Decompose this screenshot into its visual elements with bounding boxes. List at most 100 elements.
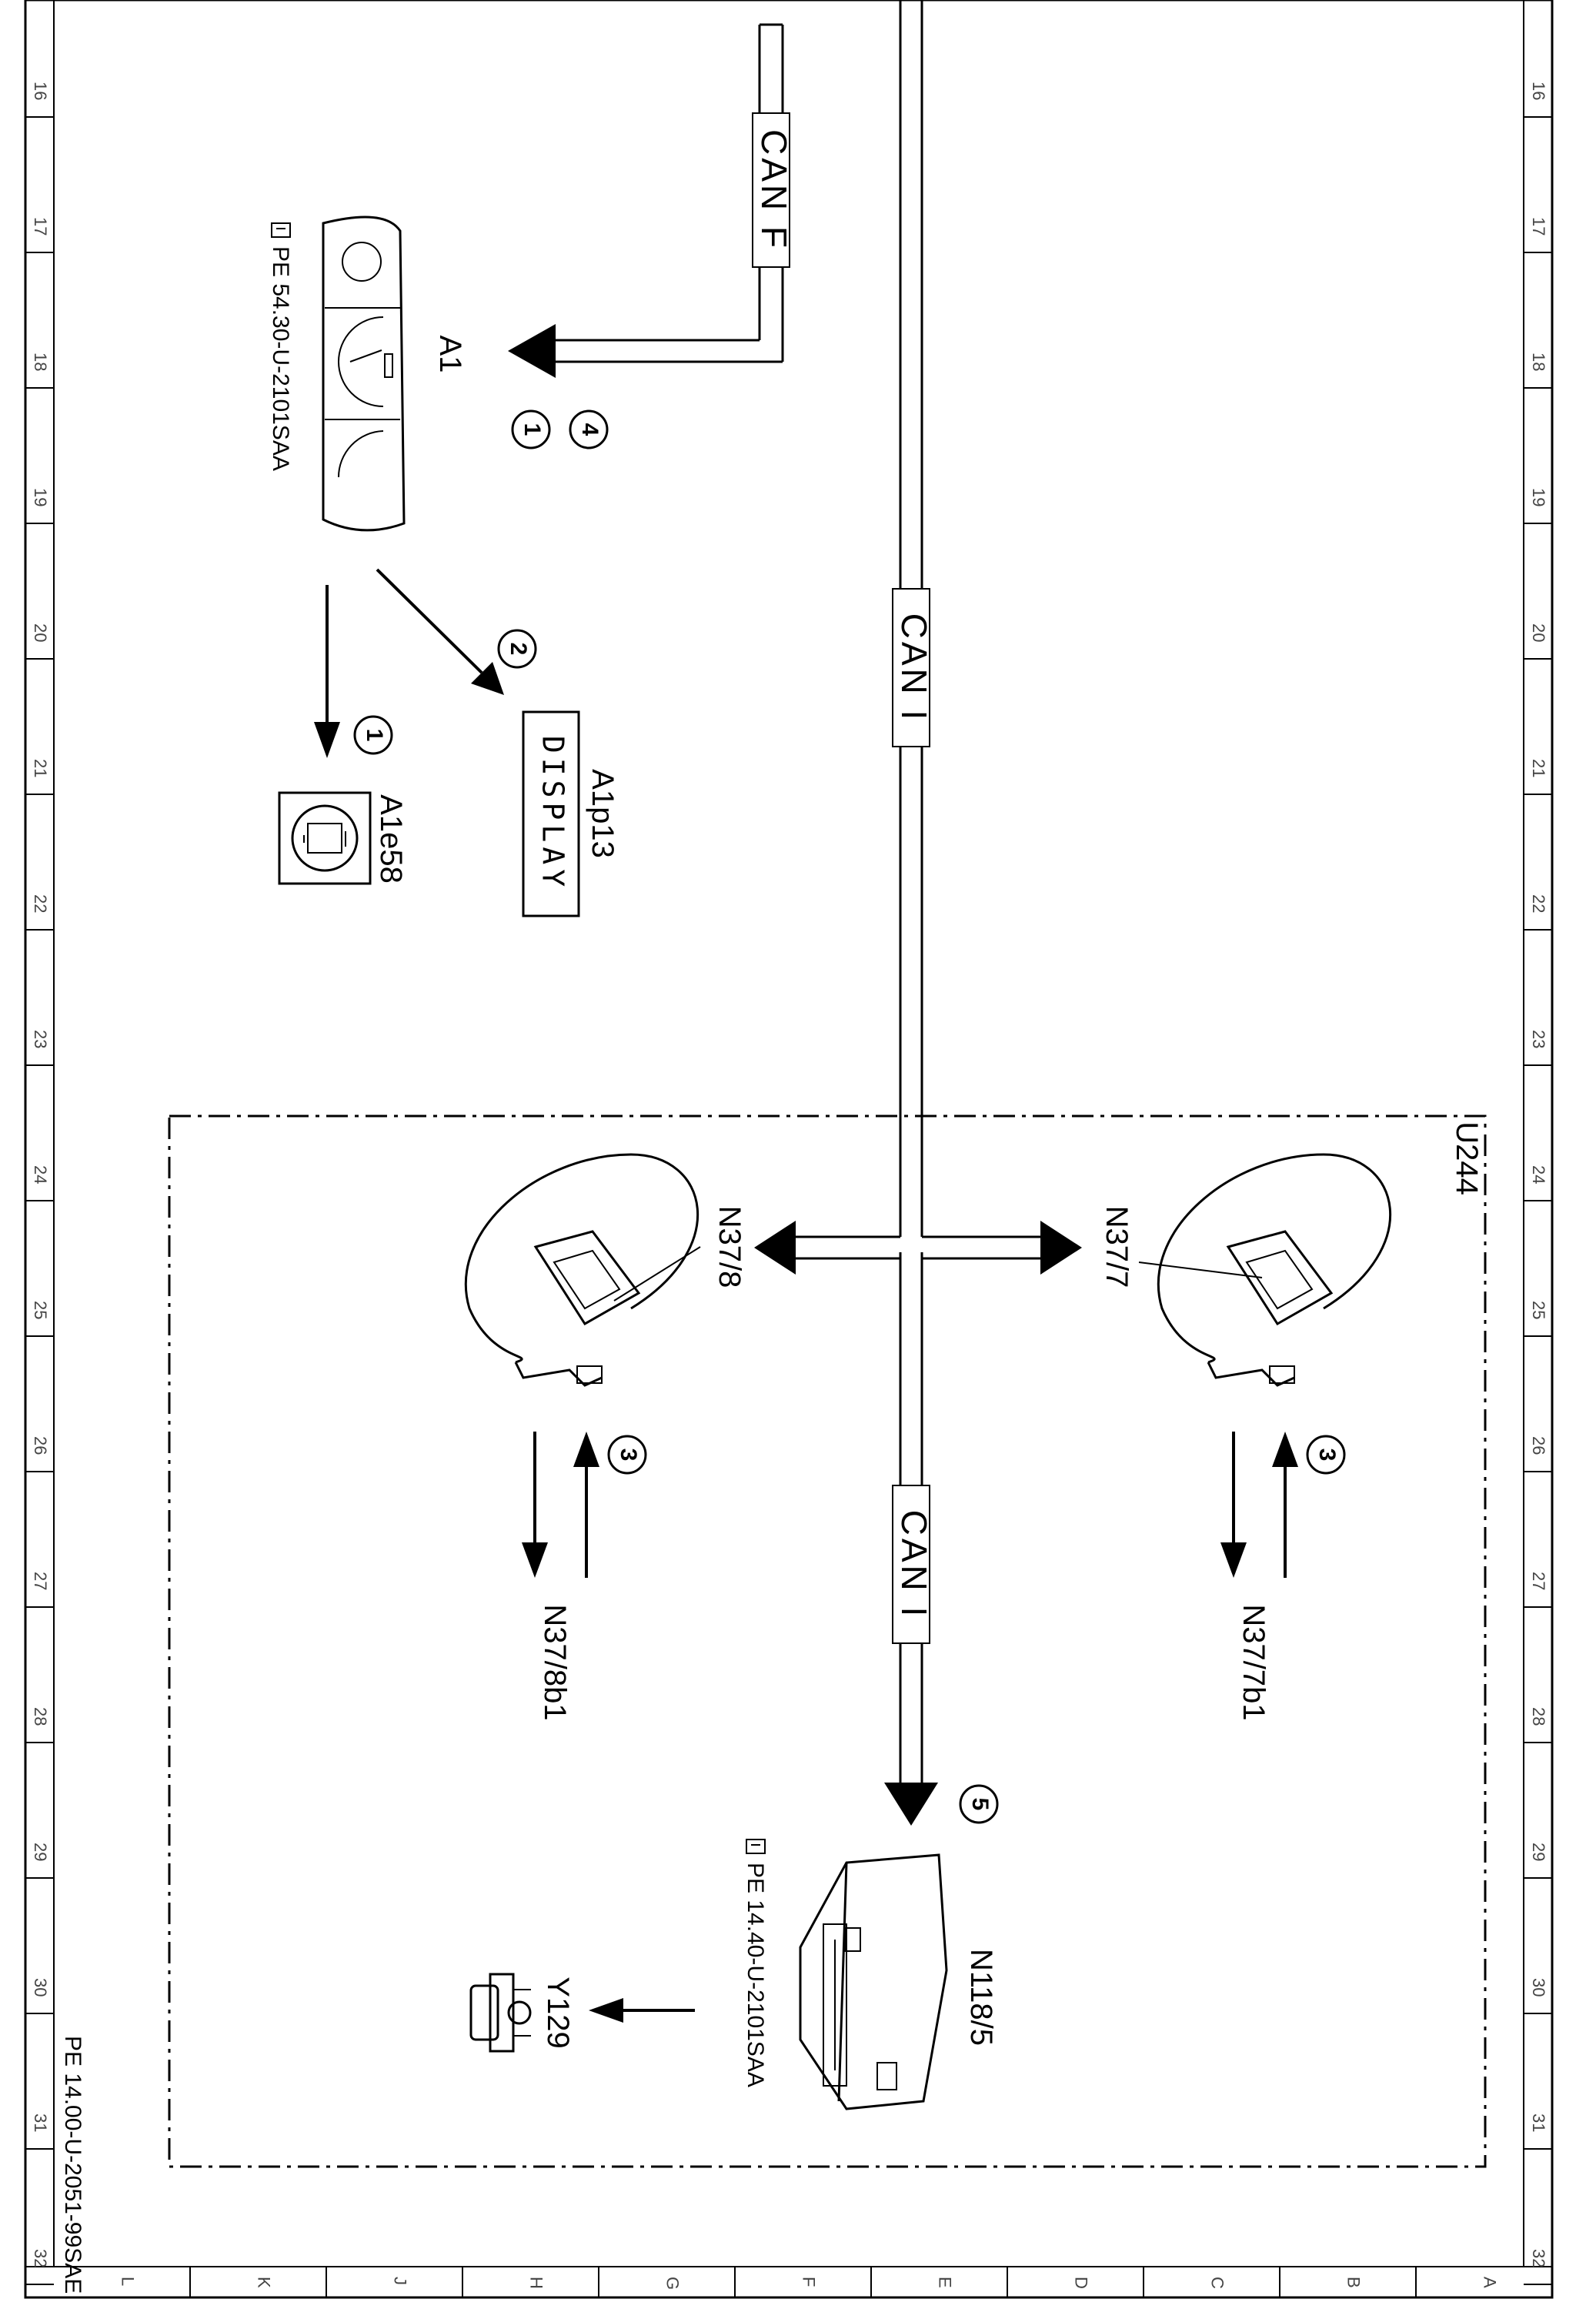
n37-7b1-label: N37/7b1 xyxy=(1237,1604,1270,1720)
grid-row-label: 31 xyxy=(31,2114,50,2132)
grid-column-label: K xyxy=(255,2277,274,2288)
n37-8-label: N37/8 xyxy=(713,1206,746,1288)
can-f-branch xyxy=(556,23,784,363)
grid-row-label: 21 xyxy=(1529,759,1548,777)
valve-y129-icon xyxy=(469,1973,532,2053)
can-i-lower-box: CAN I xyxy=(892,1485,934,1644)
grid-ticks xyxy=(25,116,1553,2297)
can-f-box: CAN F xyxy=(752,112,794,268)
diagram-frame xyxy=(24,0,1554,2299)
svg-text:1: 1 xyxy=(519,423,545,436)
grid-row-label: 28 xyxy=(1529,1707,1548,1726)
grid-row-label: 26 xyxy=(1529,1436,1548,1455)
nox-sensor-n37-8-icon xyxy=(464,1153,700,1387)
a1-label: A1 xyxy=(433,336,467,373)
callout-2: 2 xyxy=(497,629,537,669)
grid-column-label: B xyxy=(1344,2277,1364,2288)
footer-reference: PE 14.00-U-2051-99SAE xyxy=(60,2036,85,2294)
svg-text:5: 5 xyxy=(967,1798,993,1811)
grid-row-label: 17 xyxy=(31,217,50,236)
callout-1-a1e58: 1 xyxy=(353,715,393,755)
grid-row-label: 28 xyxy=(31,1707,50,1726)
grid-row-label: 29 xyxy=(1529,1843,1548,1861)
grid-row-label: 23 xyxy=(1529,1030,1548,1048)
grid-row-label: 30 xyxy=(31,1978,50,1997)
arrow-to-n37-7 xyxy=(1040,1221,1082,1275)
grid-row-label: 27 xyxy=(31,1572,50,1590)
grid-row-label: 19 xyxy=(1529,488,1548,506)
grid-row-label: 21 xyxy=(31,759,50,777)
arrow-to-a1 xyxy=(508,324,556,378)
grid-row-label: 22 xyxy=(1529,894,1548,913)
grid-row-labels-right: 16 17 18 19 20 21 22 23 24 25 26 27 28 29 30 31 32 xyxy=(1529,82,1548,2267)
arrows-n37-8-n37-8b1 xyxy=(522,1432,599,1578)
grid-row-label: 32 xyxy=(31,2249,50,2267)
arrow-a1-to-a1p13 xyxy=(376,568,504,695)
svg-text:2: 2 xyxy=(506,643,531,656)
n118-5-label: N118/5 xyxy=(964,1949,998,2046)
grid-column-label: J xyxy=(391,2277,410,2285)
arrow-to-n118-5 xyxy=(884,1783,938,1826)
grid-row-label: 16 xyxy=(1529,82,1548,100)
grid-row-label: 31 xyxy=(1529,2114,1548,2132)
grid-row-label: 27 xyxy=(1529,1572,1548,1590)
arrow-a1-to-a1e58 xyxy=(314,585,340,758)
hand-reference-icon-n118-5 xyxy=(746,1839,766,1854)
a1e58-label: A1e58 xyxy=(374,794,408,884)
a1-reference: PE 54.30-U-2101SAA xyxy=(268,246,293,471)
can-f-label: CAN F xyxy=(754,129,794,251)
grid-row-label: 17 xyxy=(1529,217,1548,236)
arrow-to-n37-8 xyxy=(754,1221,796,1275)
svg-text:4: 4 xyxy=(577,423,603,436)
callout-5: 5 xyxy=(959,1784,999,1824)
grid-column-label: H xyxy=(527,2277,546,2289)
grid-row-label: 30 xyxy=(1529,1978,1548,1997)
a1p13-label: A1p13 xyxy=(586,769,619,858)
grid-row-label: 20 xyxy=(31,623,50,642)
can-i-lower-label: CAN I xyxy=(894,1510,934,1620)
svg-text:3: 3 xyxy=(1314,1449,1340,1462)
svg-text:1: 1 xyxy=(362,729,387,742)
grid-row-label: 20 xyxy=(1529,623,1548,642)
instrument-cluster-icon xyxy=(322,216,406,532)
grid-column-label: D xyxy=(1072,2277,1091,2289)
a1p13-display-text: DISPLAY xyxy=(536,736,570,891)
n118-5-reference: PE 14.40-U-2101SAA xyxy=(743,1863,768,2087)
grid-column-label: A xyxy=(1481,2277,1500,2288)
callout-3-n37-7: 3 xyxy=(1306,1435,1346,1475)
grid-row-label: 32 xyxy=(1529,2249,1548,2267)
display-box xyxy=(522,710,580,917)
n37-7-label: N37/7 xyxy=(1100,1206,1134,1288)
svg-text:3: 3 xyxy=(616,1449,641,1462)
grid-row-label: 18 xyxy=(31,353,50,371)
grid-column-label: G xyxy=(663,2277,683,2290)
grid-row-label: 26 xyxy=(31,1436,50,1455)
grid-row-label: 29 xyxy=(31,1843,50,1861)
n37-8-leader xyxy=(613,1246,701,1302)
hand-reference-icon xyxy=(271,222,291,238)
grid-row-label: 16 xyxy=(31,82,50,100)
u244-label: U244 xyxy=(1450,1121,1484,1195)
grid-column-label: C xyxy=(1208,2277,1227,2289)
grid-row-label: 24 xyxy=(1529,1165,1548,1184)
engine-lamp-icon xyxy=(278,791,372,885)
grid-row-label: 22 xyxy=(31,894,50,913)
grid-column-label: L xyxy=(119,2277,138,2286)
grid-row-label: 18 xyxy=(1529,353,1548,371)
can-i-upper-box: CAN I xyxy=(892,588,934,747)
callout-1: 1 xyxy=(511,409,551,449)
grid-column-label: E xyxy=(936,2277,955,2288)
u244-boundary xyxy=(168,1114,1487,2168)
arrows-n37-7-n37-7b1 xyxy=(1220,1432,1298,1578)
control-unit-n118-5-icon xyxy=(799,1853,948,2110)
grid-row-label: 25 xyxy=(1529,1301,1548,1319)
y129-label: Y129 xyxy=(541,1977,575,2048)
arrow-n118-5-to-y129 xyxy=(589,1998,695,2023)
grid-column-label: F xyxy=(800,2277,819,2287)
grid-row-label: 24 xyxy=(31,1165,50,1184)
grid-row-label: 19 xyxy=(31,488,50,506)
grid-row-label: 23 xyxy=(31,1030,50,1048)
